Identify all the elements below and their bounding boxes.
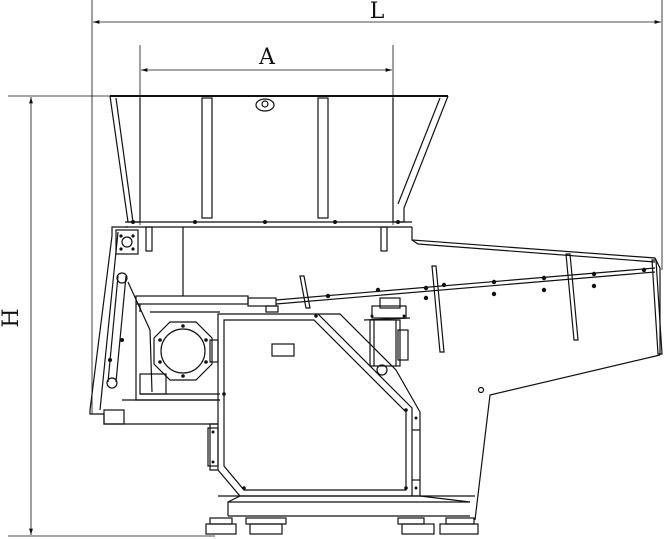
foot-center-right bbox=[397, 517, 435, 535]
hopper bbox=[109, 95, 449, 228]
dimension-a: A bbox=[139, 45, 394, 225]
dimension-h: H bbox=[0, 95, 215, 537]
width-label: A bbox=[258, 45, 276, 70]
dimension-l: L bbox=[91, 0, 663, 414]
foot-left bbox=[205, 517, 237, 535]
nameplate-icon bbox=[271, 343, 295, 357]
length-label: L bbox=[370, 0, 385, 24]
base-frame bbox=[205, 495, 479, 535]
hydraulic-cylinder bbox=[363, 297, 411, 376]
foot-center-left bbox=[245, 517, 287, 535]
front-cover bbox=[207, 313, 421, 497]
foot-right bbox=[439, 517, 479, 535]
drive-assembly bbox=[103, 272, 279, 425]
machine-body bbox=[89, 226, 663, 521]
height-label: H bbox=[0, 308, 24, 327]
